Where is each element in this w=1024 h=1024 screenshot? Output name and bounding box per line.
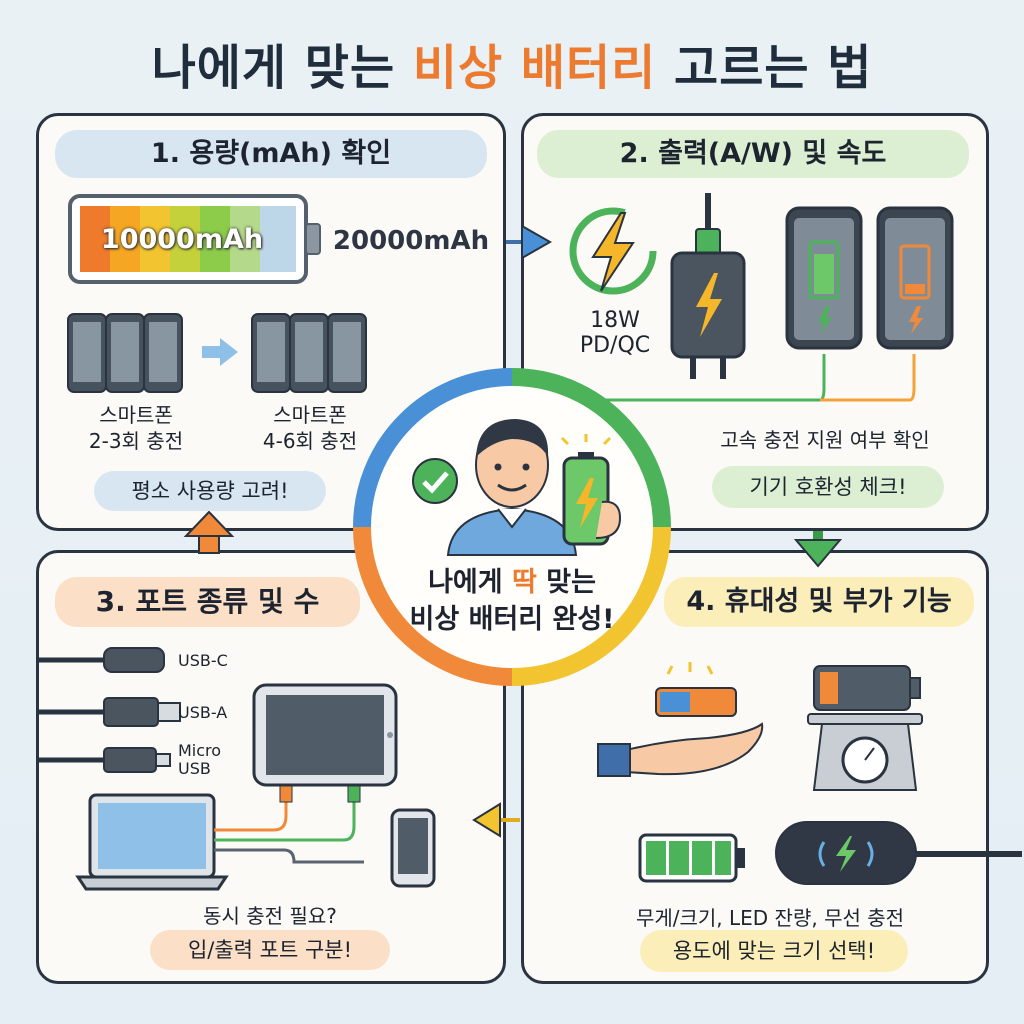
center-title-line1: 나에게 딱 맞는 <box>428 567 596 598</box>
arrow-icon <box>202 338 238 366</box>
step4-tip: 용도에 맞는 크기 선택! <box>640 930 908 972</box>
arrow-icon <box>521 224 553 260</box>
phone-icon <box>876 206 954 350</box>
phone-icon <box>390 808 436 888</box>
scale-icon <box>807 665 923 791</box>
step3-tip: 입/출력 포트 구분! <box>150 930 390 970</box>
portability-desc: 무게/크기, LED 잔량, 무선 충전 <box>635 906 905 930</box>
charger-icon <box>670 193 746 379</box>
step4-heading: 4. 휴대성 및 부가 기능 <box>664 577 974 627</box>
step3-heading: 3. 포트 종류 및 수 <box>55 577 360 627</box>
fast-charge-desc: 고속 충전 지원 여부 확인 <box>720 428 930 452</box>
led-battery-icon <box>638 833 745 883</box>
simultaneous-charge-desc: 동시 충전 필요? <box>203 904 337 928</box>
center-title-highlight: 딱 <box>511 567 537 598</box>
port-usb-a-label: USB-A <box>178 703 228 722</box>
cable-icon <box>103 747 157 773</box>
center-title-line2: 비상 배터리 완성! <box>409 604 615 635</box>
cable-icon <box>580 354 916 402</box>
large-capacity-label: 20000mAh <box>332 226 490 256</box>
small-capacity-label: 10000mAh <box>100 224 264 255</box>
step1-heading: 1. 용량(mAh) 확인 <box>55 130 487 178</box>
step2-tip: 기기 호환성 체크! <box>712 466 944 508</box>
tablet-icon <box>252 683 398 787</box>
cable-icon <box>214 785 364 864</box>
hand-icon <box>597 662 764 777</box>
laptop-icon <box>75 793 229 891</box>
port-micro-usb-label: Micro USB <box>178 741 222 778</box>
wireless-charger-icon <box>775 821 1022 885</box>
arrow-icon <box>183 510 235 537</box>
port-cables <box>36 647 181 773</box>
title-highlight: 비상 배터리 <box>412 40 657 96</box>
cable-icon <box>103 697 159 727</box>
lightning-icon <box>569 207 657 295</box>
step2-heading: 2. 출력(A/W) 및 속도 <box>537 130 969 178</box>
check-icon <box>412 458 458 504</box>
arrow-icon <box>793 539 843 568</box>
page-title: 나에게 맞는 비상 배터리 고르는 법 <box>151 40 873 96</box>
three-phones-small-icon <box>67 313 183 393</box>
battery-icon <box>560 434 622 546</box>
port-usb-c-label: USB-C <box>178 651 228 670</box>
three-phones-large-icon <box>251 313 367 393</box>
phone-icon <box>785 206 863 350</box>
cable-icon <box>103 647 165 673</box>
arrow-icon <box>472 802 501 838</box>
person-avatar <box>446 419 578 556</box>
step1-tip: 평소 사용량 고려! <box>94 471 326 511</box>
capacity-battery-icon <box>68 194 321 284</box>
